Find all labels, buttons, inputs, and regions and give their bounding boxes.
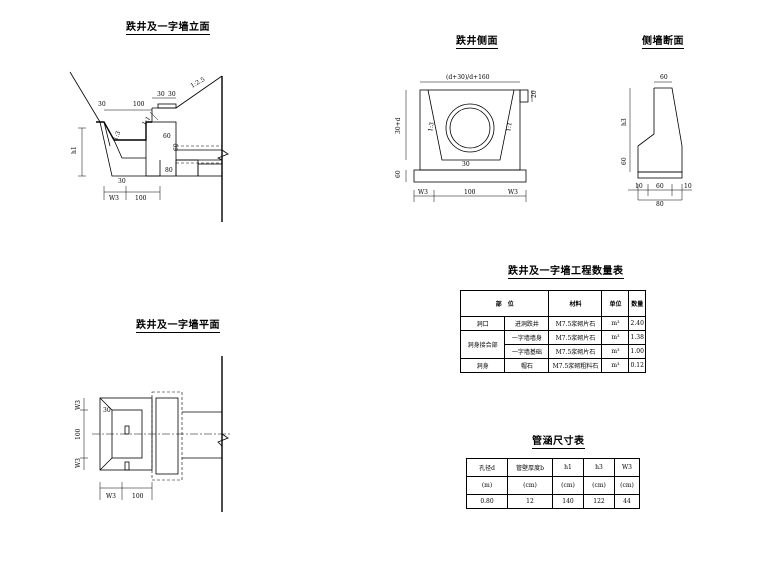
table-row: 0.80 12 140 122 44	[466, 494, 640, 509]
plan-dim-w3: W3	[106, 493, 116, 500]
side-dim-left: 30+d	[395, 117, 402, 134]
sec-dim-10b: 10	[684, 183, 692, 190]
elev-slope-main: 1:2.5	[190, 76, 207, 90]
table-cell: 140	[552, 494, 584, 509]
plan-dim-100b: 100	[132, 493, 144, 500]
table-cell: W3	[614, 458, 640, 477]
table-cell: M7.5浆砌片石	[548, 316, 603, 331]
table-cell: 孔径d	[466, 458, 508, 477]
plan-dim-w3b: W3	[75, 458, 82, 468]
table-cell: 1.38	[628, 330, 646, 345]
table-cell: 洞口	[459, 316, 506, 331]
side-dim-60: 60	[395, 170, 402, 178]
table-cell: 帽石	[504, 358, 550, 373]
table-cell: 一字墙墙身	[504, 330, 550, 345]
elev-dim-h1: h1	[71, 146, 78, 154]
table-cell: (cm)	[614, 476, 640, 495]
pipe-table: 孔径d 管壁厚度b h1 h3 W3 (m) (cm) (cm) (cm) (c…	[466, 458, 640, 509]
plan-dim-100: 100	[75, 428, 82, 440]
sec-dim-top: 60	[660, 74, 668, 81]
table-cell: 管壁厚度b	[507, 458, 553, 477]
table-cell: 0.80	[466, 494, 508, 509]
table-cell: (cm)	[552, 476, 584, 495]
elev-dim-30b: 30	[157, 91, 165, 98]
table-cell: 122	[583, 494, 615, 509]
table-cell: 洞身接合部	[459, 330, 506, 359]
plan-title: 跌井及一字墙平面	[136, 316, 220, 333]
elev-dim-30c: 30	[168, 91, 176, 98]
elev-dim-80: 80	[165, 167, 173, 174]
table-row: 洞口 进洞跌井 M7.5浆砌片石 m³ 2.40	[459, 316, 646, 331]
elev-dim-30d: 30	[118, 178, 126, 185]
plan-dim-30: 30	[103, 407, 111, 414]
table-cell: M7.5浆砌片石	[548, 344, 603, 359]
qty-table-title: 跌井及一字墙工程数量表	[508, 262, 624, 279]
table-cell: h3	[583, 458, 615, 477]
qty-table: 部 位 材料 单位 数量 洞口 进洞跌井 M7.5浆砌片石 m³ 2.40 洞身…	[459, 290, 646, 373]
table-cell: (cm)	[507, 476, 553, 495]
elevation-drawing: 30 100 30 30 1:2.5 1:1 1:3 60 60 80 h1 3…	[69, 71, 229, 222]
section-drawing: 60 h3 60 10 60 10 80	[621, 74, 692, 208]
table-row: 一字墙基础 M7.5浆砌片石 m³ 1.00	[461, 344, 646, 359]
table-cell: 进洞跌井	[504, 316, 550, 331]
table-row: 洞身接合部 一字墙墙身 M7.5浆砌片石 m³ 1.38	[459, 330, 646, 359]
qty-header-material: 材料	[548, 290, 603, 317]
side-dim-w3: W3	[418, 189, 428, 196]
table-cell: (cm)	[583, 476, 615, 495]
section-title: 侧墙断面	[642, 32, 684, 49]
qty-header-unit: 单位	[601, 290, 630, 317]
elev-dim-60a: 60	[163, 133, 171, 140]
side-dim-w3b: W3	[508, 189, 518, 196]
table-cell: 1.00	[628, 344, 646, 359]
table-cell: M7.5浆砌片石	[548, 330, 603, 345]
table-cell: m³	[601, 358, 630, 373]
table-cell: (m)	[466, 476, 508, 495]
table-cell: 0.12	[628, 358, 646, 373]
elev-dim-100b: 100	[135, 195, 147, 202]
plan-dim-w3a: W3	[75, 400, 82, 410]
table-cell: 洞身	[459, 358, 506, 373]
side-view-drawing: (d+30)/d+160 20 30+d 1:3 1:1 30 60 W3 10…	[395, 74, 538, 202]
side-dim-30: 30	[462, 161, 470, 168]
sec-dim-80: 80	[656, 201, 664, 208]
qty-header-qty: 数量	[628, 290, 646, 317]
side-dim-100: 100	[464, 189, 476, 196]
elev-dim-w3: W3	[109, 195, 119, 202]
elev-dim-30a: 30	[98, 101, 106, 108]
table-row: 洞身 帽石 M7.5浆砌粗料石 m³ 0.12	[459, 358, 646, 373]
elev-slope-1b: 1:3	[112, 130, 122, 142]
table-cell: h1	[552, 458, 584, 477]
elev-dim-60b: 60	[173, 143, 180, 151]
table-cell: 44	[614, 494, 640, 509]
table-cell: M7.5浆砌粗料石	[548, 358, 603, 373]
sec-dim-10a: 10	[635, 183, 643, 190]
plan-drawing: W3 30 100 W3 W3 100	[75, 356, 232, 512]
sec-dim-h3: h3	[621, 118, 628, 126]
side-slope-r: 1:1	[505, 122, 514, 133]
table-cell: 一字墙基础	[504, 344, 550, 359]
elev-dim-100: 100	[133, 101, 145, 108]
qty-header-part: 部 位	[459, 290, 550, 317]
elev-slope-1a: 1:1	[141, 115, 152, 127]
side-dim-top: (d+30)/d+160	[446, 74, 490, 81]
elevation-title: 跌井及一字墙立面	[126, 18, 210, 35]
side-view-title: 跌井侧面	[456, 32, 498, 49]
sec-dim-60: 60	[621, 157, 628, 165]
table-cell: m³	[601, 344, 630, 359]
table-cell: 12	[507, 494, 553, 509]
table-cell: m³	[601, 316, 630, 331]
side-slope-l: 1:3	[427, 121, 436, 132]
pipe-table-title: 管涵尺寸表	[532, 432, 585, 449]
sec-dim-60b: 60	[656, 183, 664, 190]
table-cell: m³	[601, 330, 630, 345]
side-dim-20: 20	[531, 90, 538, 98]
table-cell: 2.40	[628, 316, 646, 331]
